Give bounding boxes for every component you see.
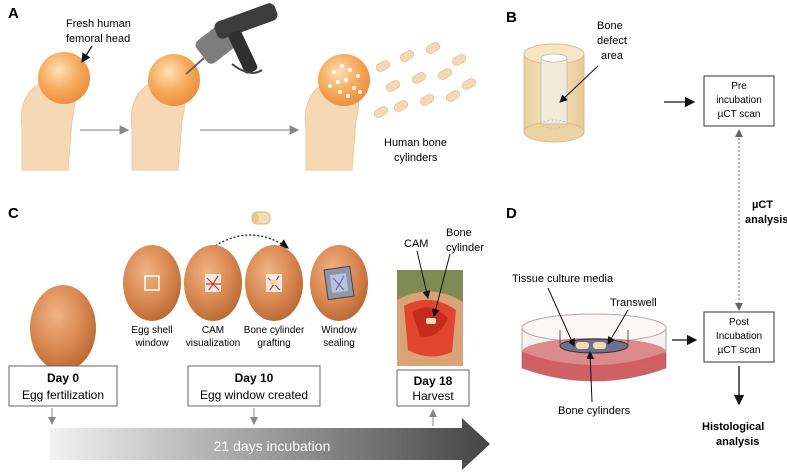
egg-step-labels: Egg shell window CAM visualization Bone … bbox=[131, 325, 357, 349]
defect-label-line1: Bone bbox=[597, 20, 623, 32]
histology-line2: analysis bbox=[716, 436, 759, 448]
transwell-label: Transwell bbox=[610, 297, 657, 309]
day0-title: Day 0 bbox=[47, 371, 79, 385]
post-line3: µCT scan bbox=[718, 345, 761, 356]
culture-dish bbox=[521, 313, 667, 382]
post-incubation-box bbox=[703, 311, 775, 363]
histology-line1: Histological bbox=[702, 421, 764, 433]
bone-cylinders-label-line2: cylinders bbox=[394, 152, 438, 164]
defect-label-line2: defect bbox=[597, 35, 627, 47]
post-line1: Post bbox=[729, 317, 749, 328]
day10-box bbox=[187, 365, 321, 407]
graft-dotted-arrow bbox=[211, 234, 289, 249]
harvest-photo bbox=[397, 270, 463, 366]
pre-line2: incubation bbox=[716, 95, 762, 106]
panel-label-d: D bbox=[506, 205, 517, 222]
bone-cyl-pointer bbox=[431, 253, 451, 317]
uct-analysis-line1: µCT bbox=[752, 199, 773, 211]
femur-illustration-2 bbox=[130, 54, 200, 171]
egg-label-3-line2: grafting bbox=[257, 338, 290, 349]
post-line2: Incubation bbox=[716, 331, 762, 342]
egg-label-4-line1: Window bbox=[321, 325, 357, 336]
egg-day0 bbox=[30, 285, 96, 371]
egg-cam-visualization bbox=[184, 245, 242, 321]
bone-cylinder-3d bbox=[523, 43, 585, 143]
uct-analysis-line2: analysis bbox=[745, 214, 787, 226]
femur-illustration-3 bbox=[304, 54, 370, 171]
transwell-pointer bbox=[607, 309, 629, 345]
egg-label-1-line2: window bbox=[134, 338, 169, 349]
drill-holes bbox=[328, 64, 362, 98]
egg-label-4-line2: sealing bbox=[323, 338, 355, 349]
egg-label-1-line1: Egg shell bbox=[131, 325, 172, 336]
bone-cyl-label-line1: Bone bbox=[446, 227, 472, 239]
pre-incubation-box bbox=[703, 75, 775, 127]
day18-title: Day 18 bbox=[414, 374, 453, 388]
bone-cylinders-label-line1: Human bone bbox=[384, 137, 447, 149]
pre-line3: µCT scan bbox=[718, 109, 761, 120]
graft-cylinder-icon bbox=[251, 211, 271, 225]
egg-label-2-line2: visualization bbox=[186, 338, 240, 349]
day10-title: Day 10 bbox=[235, 371, 274, 385]
panel-label-c: C bbox=[8, 205, 19, 222]
day0-box bbox=[8, 365, 118, 407]
egg-shell-window bbox=[123, 245, 181, 321]
egg-label-2-line1: CAM bbox=[202, 325, 224, 336]
panel-label-a: A bbox=[8, 5, 19, 22]
media-pointer bbox=[547, 287, 575, 347]
day0-sub: Egg fertilization bbox=[22, 388, 104, 402]
cam-label: CAM bbox=[404, 238, 428, 250]
bone-cyl-label-line2: cylinder bbox=[446, 242, 484, 254]
bone-cylinders-d-label: Bone cylinders bbox=[558, 405, 631, 417]
femoral-head-label-line2: femoral head bbox=[66, 33, 130, 45]
femur-illustration-1 bbox=[20, 52, 90, 171]
day18-sub: Harvest bbox=[412, 389, 454, 403]
drill-icon bbox=[185, 3, 278, 75]
femoral-head-label-line1: Fresh human bbox=[66, 18, 131, 30]
pre-line1: Pre bbox=[731, 81, 747, 92]
defect-pointer bbox=[559, 65, 599, 103]
defect-label-line3: area bbox=[601, 50, 624, 62]
bone-cylinders-scatter bbox=[374, 42, 476, 118]
media-label: Tissue culture media bbox=[512, 273, 614, 285]
day18-box bbox=[396, 369, 470, 407]
panel-label-b: B bbox=[506, 9, 517, 26]
cam-pointer bbox=[416, 250, 431, 299]
egg-window-sealing bbox=[310, 245, 368, 321]
egg-label-3-line1: Bone cylinder bbox=[244, 325, 305, 336]
day10-sub: Egg window created bbox=[200, 388, 308, 402]
bone-cylinders-d-pointer bbox=[586, 351, 595, 403]
timeline-arrow bbox=[50, 418, 490, 470]
timeline-label: 21 days incubation bbox=[214, 438, 331, 454]
egg-bone-cylinder-grafting bbox=[245, 245, 303, 321]
femoral-head-pointer bbox=[81, 45, 93, 64]
